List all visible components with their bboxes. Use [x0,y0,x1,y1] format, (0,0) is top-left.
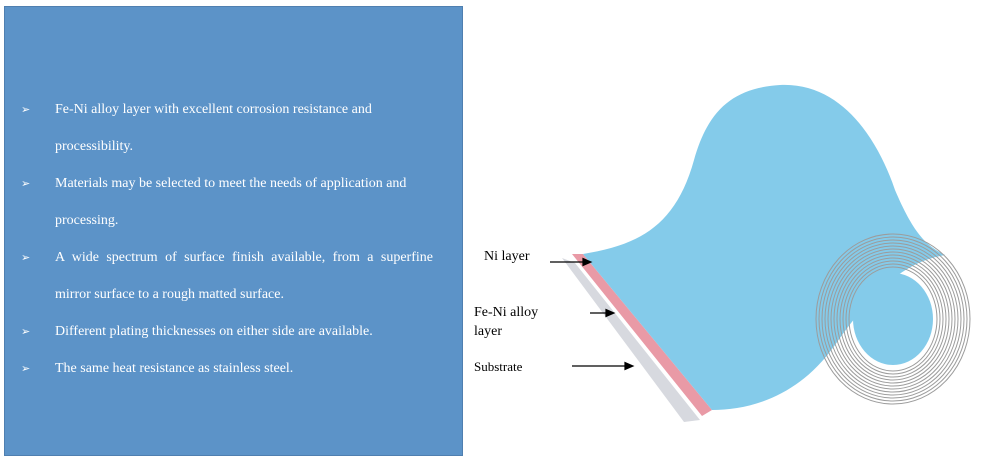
substrate-label: Substrate [474,359,523,374]
feature-text: Fe-Ni alloy layer with excellent corrosi… [55,102,372,154]
ni-layer-label: Ni layer [484,249,530,264]
feature-item: ➢ A wide spectrum of surface finish avai… [21,239,433,313]
feature-text: Different plating thicknesses on either … [55,324,373,339]
feature-text: The same heat resistance as stainless st… [55,361,294,376]
ni-layer-sheet [583,84,945,410]
feature-text: A wide spectrum of surface finish availa… [55,250,433,302]
arrow-bullet-icon: ➢ [21,362,31,375]
feature-item: ➢ The same heat resistance as stainless … [21,350,433,387]
arrow-bullet-icon: ➢ [21,177,31,190]
feature-text: Materials may be selected to meet the ne… [55,176,407,228]
arrow-bullet-icon: ➢ [21,325,31,338]
fe-ni-alloy-layer [572,254,712,416]
fe-ni-alloy-label-line1: Fe-Ni alloy [474,305,539,320]
features-panel: ➢ Fe-Ni alloy layer with excellent corro… [4,6,463,456]
coil-layer-diagram: Ni layer Fe-Ni alloy layer Substrate [472,70,972,430]
coil-roll [815,233,971,405]
substrate-layer [562,258,700,422]
arrow-bullet-icon: ➢ [21,103,31,116]
coil-core [853,273,933,365]
feature-list: ➢ Fe-Ni alloy layer with excellent corro… [21,91,433,387]
label-arrows [550,257,635,371]
feature-item: ➢ Fe-Ni alloy layer with excellent corro… [21,91,433,165]
feature-item: ➢ Different plating thicknesses on eithe… [21,313,433,350]
fe-ni-alloy-label-line2: layer [474,324,502,339]
coil-svg [550,84,971,422]
feature-item: ➢ Materials may be selected to meet the … [21,165,433,239]
arrow-bullet-icon: ➢ [21,251,31,264]
